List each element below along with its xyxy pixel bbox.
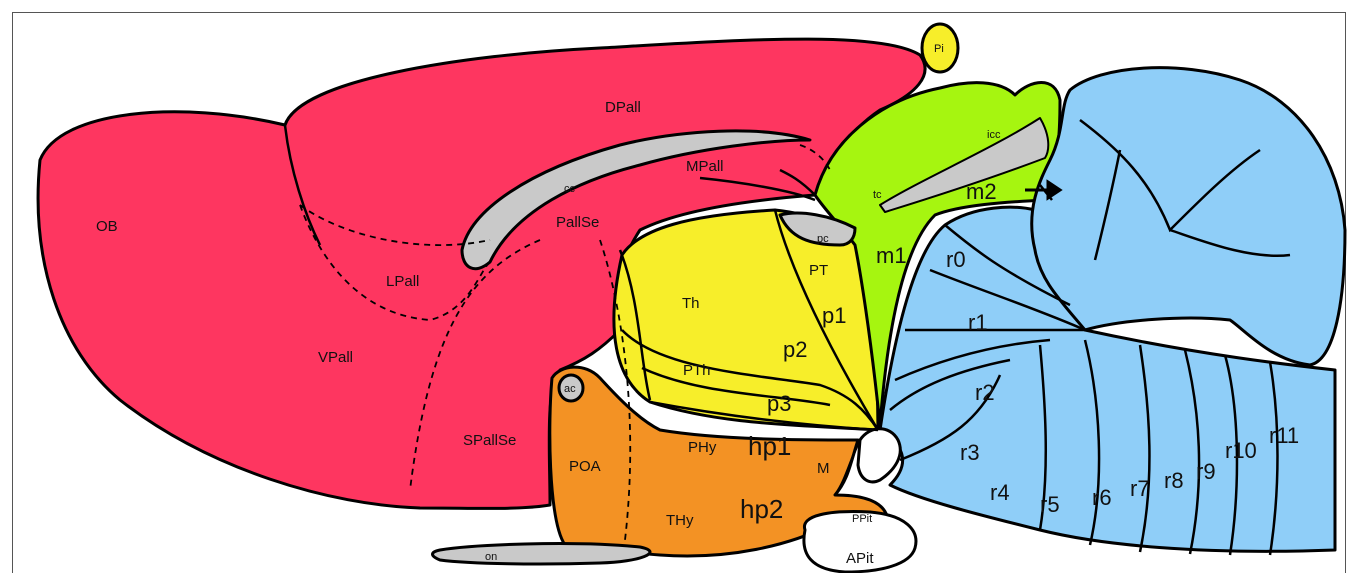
label-th: Th [682,295,700,312]
label-r6: r6 [1092,485,1112,510]
label-r10: r10 [1225,438,1257,463]
label-tc: tc [873,189,882,201]
label-pth: PTh [683,362,711,379]
label-pt: PT [809,262,828,279]
optic-nerve [433,544,651,564]
label-icc: icc [987,129,1001,141]
label-r4: r4 [990,480,1010,505]
label-p3: p3 [767,391,791,416]
label-lpall: LPall [386,273,419,290]
cerebellum-region [1032,68,1345,365]
label-m1: m1 [876,243,907,268]
label-vpall: VPall [318,349,353,366]
label-mpall: MPall [686,158,724,175]
label-r0: r0 [946,247,966,272]
label-r8: r8 [1164,468,1184,493]
label-thy: THy [666,512,694,529]
label-p2: p2 [783,337,807,362]
label-r5: r5 [1040,492,1060,517]
label-pc: pc [817,233,829,245]
label-cc: cc [564,183,576,195]
label-ppit: PPit [852,513,872,525]
label-r9: r9 [1196,459,1216,484]
label-apit: APit [846,550,874,567]
label-spallse: SPallSe [463,432,516,449]
label-on: on [485,551,497,563]
label-hp1: hp1 [748,431,791,461]
label-poa: POA [569,458,601,475]
label-r1: r1 [968,310,988,335]
label-pi: Pi [934,43,944,55]
label-r7: r7 [1130,476,1150,501]
label-r2: r2 [975,380,995,405]
label-ob: OB [96,218,118,235]
flexure-notch [858,429,900,482]
label-dpall: DPall [605,99,641,116]
label-pallse: PallSe [556,214,599,231]
label-hp2: hp2 [740,494,783,524]
label-p1: p1 [822,303,846,328]
label-ac: ac [564,383,576,395]
label-r11: r11 [1269,423,1299,448]
label-m: M [817,460,830,477]
label-m2: m2 [966,179,997,204]
label-phy: PHy [688,439,717,456]
label-r3: r3 [960,440,980,465]
